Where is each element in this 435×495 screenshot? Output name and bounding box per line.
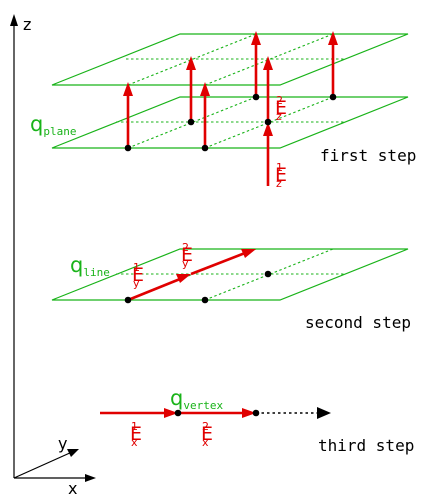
ey-vector-2-head: [241, 249, 256, 258]
y-axis-label: y: [58, 434, 67, 453]
first-step-label: first step: [320, 146, 416, 165]
ey-vector-1: [127, 277, 181, 302]
ez-vector-2-head: [186, 56, 196, 70]
x-axis-label: x: [68, 479, 77, 495]
z-axis-label: z: [23, 15, 31, 34]
node-third-1: [174, 409, 182, 417]
lower-plane-outline: [51, 96, 409, 149]
node-first-1: [124, 144, 132, 152]
node-second-1: [124, 296, 132, 304]
node-second-3: [264, 270, 272, 278]
z-axis-arrowhead: [10, 14, 18, 26]
node-first-3: [187, 118, 195, 126]
coordinate-axes: z y x: [10, 14, 96, 495]
ey-vector-2: [190, 251, 246, 276]
ez-vector-6-head: [328, 31, 338, 45]
third-step-label: third step: [318, 436, 414, 455]
q-line-label: qline: [70, 253, 110, 279]
y-axis-line: [13, 451, 73, 479]
ex-vector-1-head: [164, 408, 178, 418]
ez-vector-5-head: [263, 56, 273, 70]
node-first-6: [329, 93, 337, 101]
node-second-2: [201, 296, 209, 304]
q-vertex-label: qvertex: [170, 386, 223, 412]
node-first-2: [201, 144, 209, 152]
lower-plane: [51, 96, 409, 149]
x-axis-arrowhead: [85, 474, 96, 482]
upper-plane-outline: [51, 33, 409, 86]
upper-plane: [51, 33, 409, 86]
node-first-5: [252, 93, 260, 101]
ex-vector-2-head: [242, 408, 256, 418]
ez-vector-7-head: [263, 122, 273, 136]
node-third-2: [252, 409, 260, 417]
ez-vector-1-head: [123, 82, 133, 96]
ex-continuation-arrowhead: [317, 407, 331, 419]
y-axis-arrowhead: [67, 449, 79, 457]
ez-vectors: [123, 31, 338, 186]
ey-vector-1-head: [176, 274, 191, 283]
ez-vector-4-head: [251, 31, 261, 45]
second-step-label: second step: [305, 313, 411, 332]
ez-vector-3-head: [200, 82, 210, 96]
node-first-4: [264, 118, 272, 126]
q-plane-label: qplane: [30, 112, 76, 138]
